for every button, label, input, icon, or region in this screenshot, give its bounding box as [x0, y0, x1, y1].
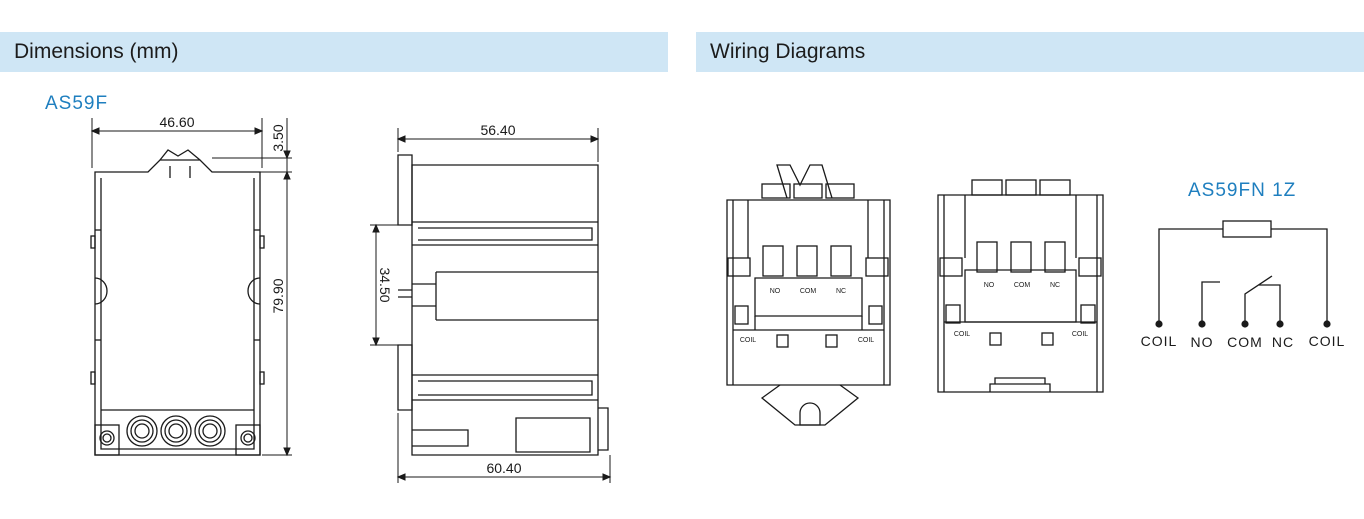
wiring-header: Wiring Diagrams	[696, 32, 1364, 72]
dim-side-width: 56.40	[480, 122, 515, 138]
dimensions-header: Dimensions (mm)	[0, 32, 668, 72]
front-view-drawing	[90, 149, 265, 456]
relay-view-1-drawing	[726, 164, 891, 426]
schematic-terminal-nc: NC	[1272, 334, 1294, 350]
model-name-label: AS59F	[45, 93, 109, 114]
dim-height: 79.90	[270, 278, 286, 313]
schematic-terminal-coil-right: COIL	[1309, 333, 1346, 349]
relay-1-coil-right-label: COIL	[858, 337, 874, 344]
relay-1-no-label: NO	[770, 288, 781, 295]
relay-1-nc-label: NC	[836, 288, 846, 295]
schematic-terminal-coil-left: COIL	[1141, 333, 1178, 349]
relay-2-coil-right-label: COIL	[1072, 331, 1088, 338]
dim-mount-span: 34.50	[377, 267, 393, 302]
relay-view-2-drawing	[937, 179, 1104, 393]
dim-base-width: 60.40	[486, 460, 521, 476]
schematic-terminal-dots	[1155, 320, 1331, 328]
wiring-header-label: Wiring Diagrams	[710, 40, 866, 63]
schematic-title: AS59FN 1Z	[1188, 180, 1297, 201]
front-view-dim-lines	[90, 118, 292, 457]
schematic-terminal-no: NO	[1191, 334, 1214, 350]
schematic-drawing	[1158, 220, 1328, 322]
dimensions-header-label: Dimensions (mm)	[14, 40, 179, 63]
dim-top-width: 46.60	[159, 114, 194, 130]
relay-2-coil-left-label: COIL	[954, 331, 970, 338]
relay-2-no-label: NO	[984, 282, 995, 289]
dim-top-offset: 3.50	[270, 124, 286, 151]
relay-1-coil-left-label: COIL	[740, 337, 756, 344]
relay-1-com-label: COM	[800, 288, 817, 295]
side-view-drawing	[397, 154, 609, 456]
relay-2-com-label: COM	[1014, 282, 1031, 289]
relay-2-nc-label: NC	[1050, 282, 1060, 289]
schematic-terminal-com: COM	[1227, 334, 1263, 350]
side-view-dim-lines	[370, 128, 612, 483]
